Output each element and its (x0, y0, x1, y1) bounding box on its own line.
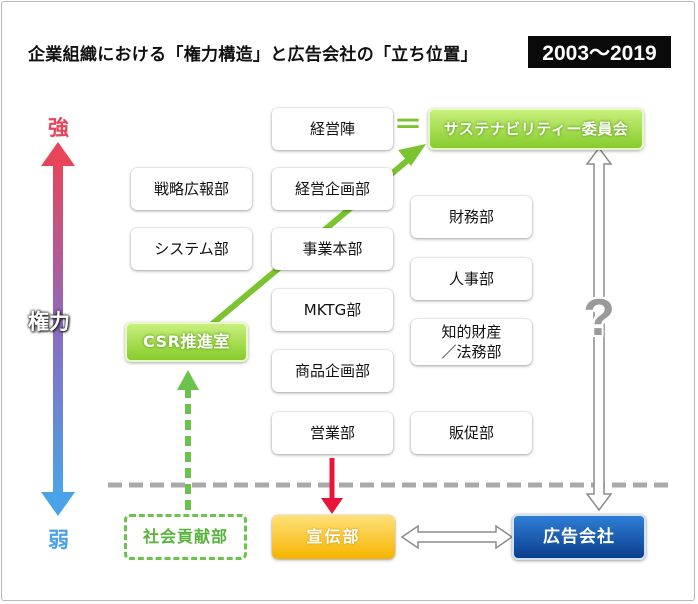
box-system: システム部 (131, 228, 252, 270)
equals-sign: ＝ (394, 108, 423, 141)
box-senryaku-koho: 戦略広報部 (131, 168, 252, 210)
box-zaimu: 財務部 (411, 196, 532, 238)
senden-agency-arrow (400, 524, 514, 550)
axis-label-strong: 強 (48, 116, 69, 140)
box-keiei-kikaku: 経営企画部 (272, 168, 393, 210)
power-axis-arrow (41, 142, 75, 516)
box-chiteki-zaisan-homu: 知的財産 ／法務部 (411, 319, 532, 365)
box-keieijin: 経営陣 (272, 108, 393, 150)
committee-agency-arrow (585, 146, 613, 512)
question-mark: ? (583, 289, 615, 347)
box-shohin-kikaku: 商品企画部 (272, 350, 393, 392)
box-chiteki-line1: 知的財産 (441, 323, 502, 341)
diagram-title: 企業組織における「権力構造」と広告会社の「立ち位置」 (28, 45, 478, 65)
period-badge: 2003〜2019 (528, 36, 671, 68)
box-kokoku-gaisha: 広告会社 (512, 514, 646, 560)
social-to-csr-arrow (177, 370, 199, 510)
box-csr: CSR推進室 (125, 322, 248, 362)
box-hansoku: 販促部 (411, 412, 532, 454)
axis-label-power: 権力 (28, 310, 70, 334)
box-chiteki-line2: ／法務部 (441, 343, 502, 361)
box-eigyo: 営業部 (272, 412, 393, 454)
box-senden: 宣伝部 (272, 515, 395, 559)
box-jigyo-honbu: 事業本部 (272, 228, 393, 270)
box-shakai-koken: 社会貢献部 (124, 514, 247, 560)
sales-to-senden-arrow (321, 458, 343, 514)
box-sustainability-committee: サステナビリティー委員会 (428, 108, 644, 150)
box-jinji: 人事部 (411, 258, 532, 300)
box-mktg: MKTG部 (272, 289, 393, 331)
axis-label-weak: 弱 (48, 528, 69, 552)
